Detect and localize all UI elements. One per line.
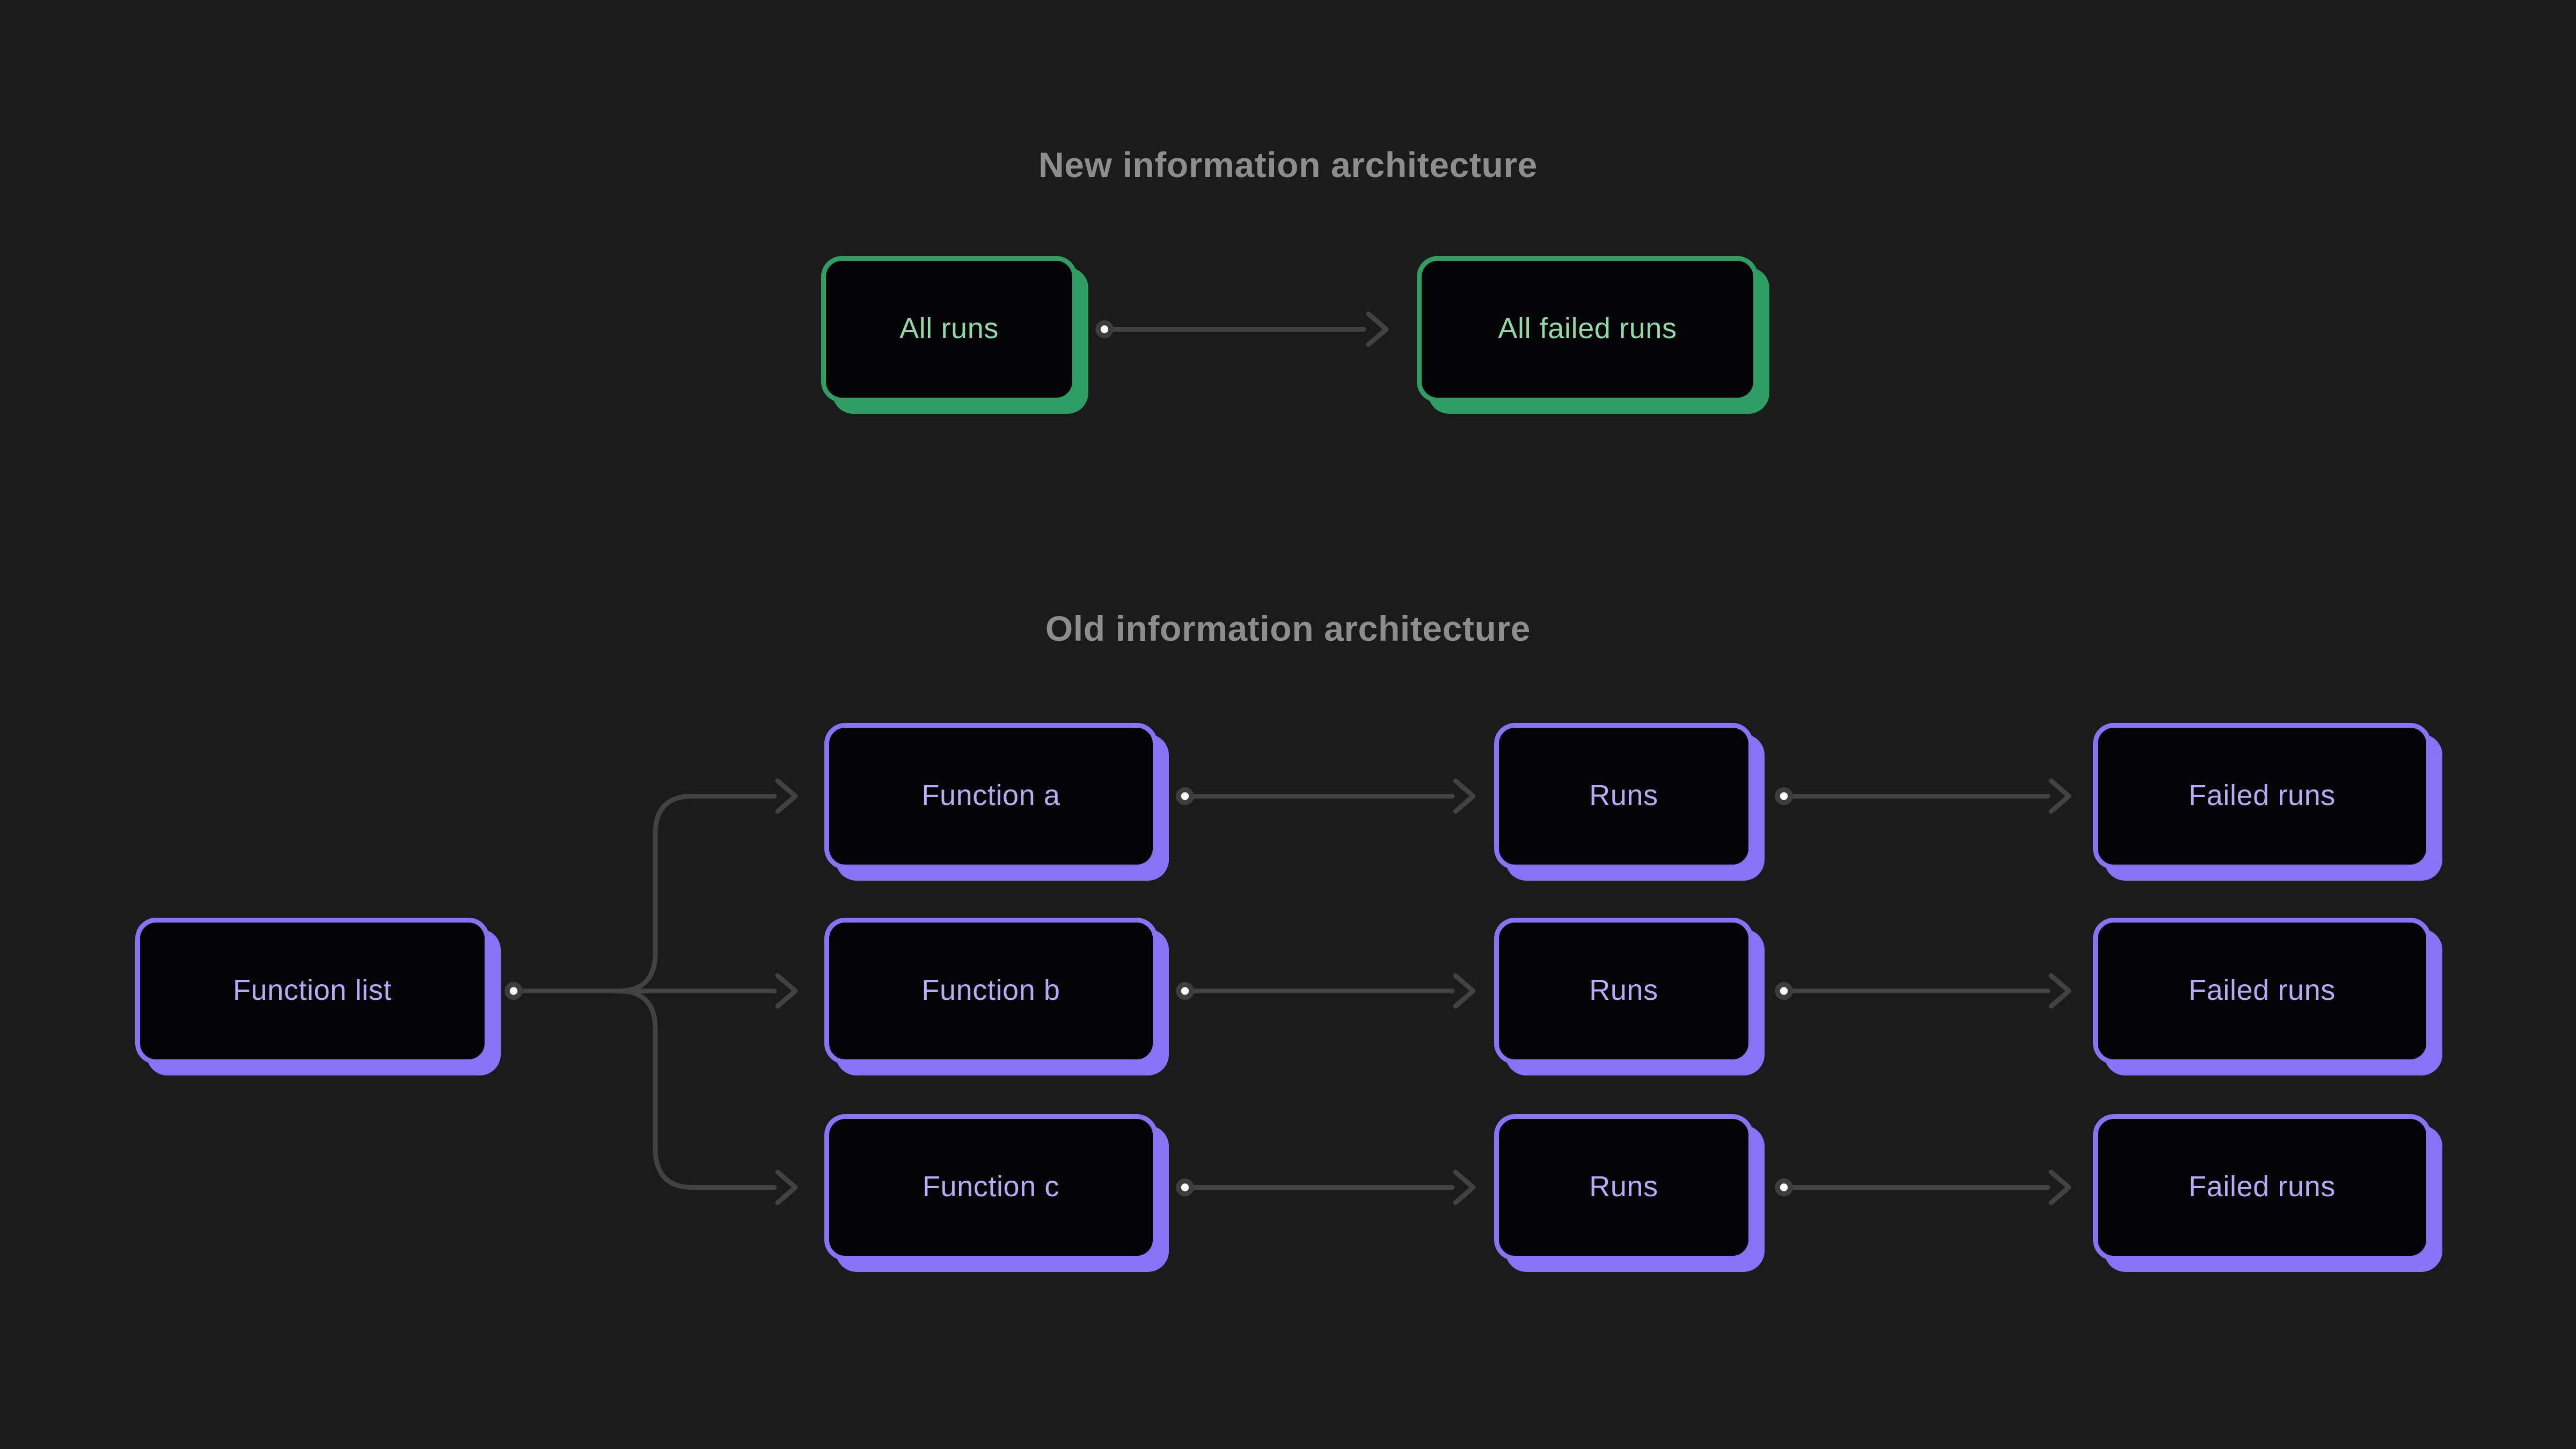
node-all-runs: All runs <box>821 256 1077 402</box>
connector-runs-b-to-failed <box>1775 973 2072 1009</box>
connector-all-runs-to-all-failed-runs <box>1095 311 1389 347</box>
connector-runs-c-to-failed <box>1775 1169 2072 1205</box>
node-failed-runs-b: Failed runs <box>2093 918 2431 1064</box>
node-failed-runs-c: Failed runs <box>2093 1114 2431 1261</box>
node-all-failed-runs: All failed runs <box>1417 256 1758 402</box>
connector-function-b-to-runs <box>1176 973 1476 1009</box>
node-runs-c: Runs <box>1494 1114 1753 1261</box>
node-function-a: Function a <box>824 723 1158 869</box>
node-failed-runs-a: Failed runs <box>2093 723 2431 869</box>
connector-function-a-to-runs <box>1176 778 1476 814</box>
node-runs-a: Runs <box>1494 723 1753 869</box>
node-runs-b: Runs <box>1494 918 1753 1064</box>
new-architecture-title: New information architecture <box>1038 145 1538 185</box>
connector-runs-a-to-failed <box>1775 778 2072 814</box>
connector-function-c-to-runs <box>1176 1169 1476 1205</box>
node-function-b: Function b <box>824 918 1158 1064</box>
connector-function-list-branch <box>504 778 798 1205</box>
node-function-c: Function c <box>824 1114 1158 1261</box>
old-architecture-title: Old information architecture <box>1045 609 1531 649</box>
node-function-list: Function list <box>135 918 489 1064</box>
